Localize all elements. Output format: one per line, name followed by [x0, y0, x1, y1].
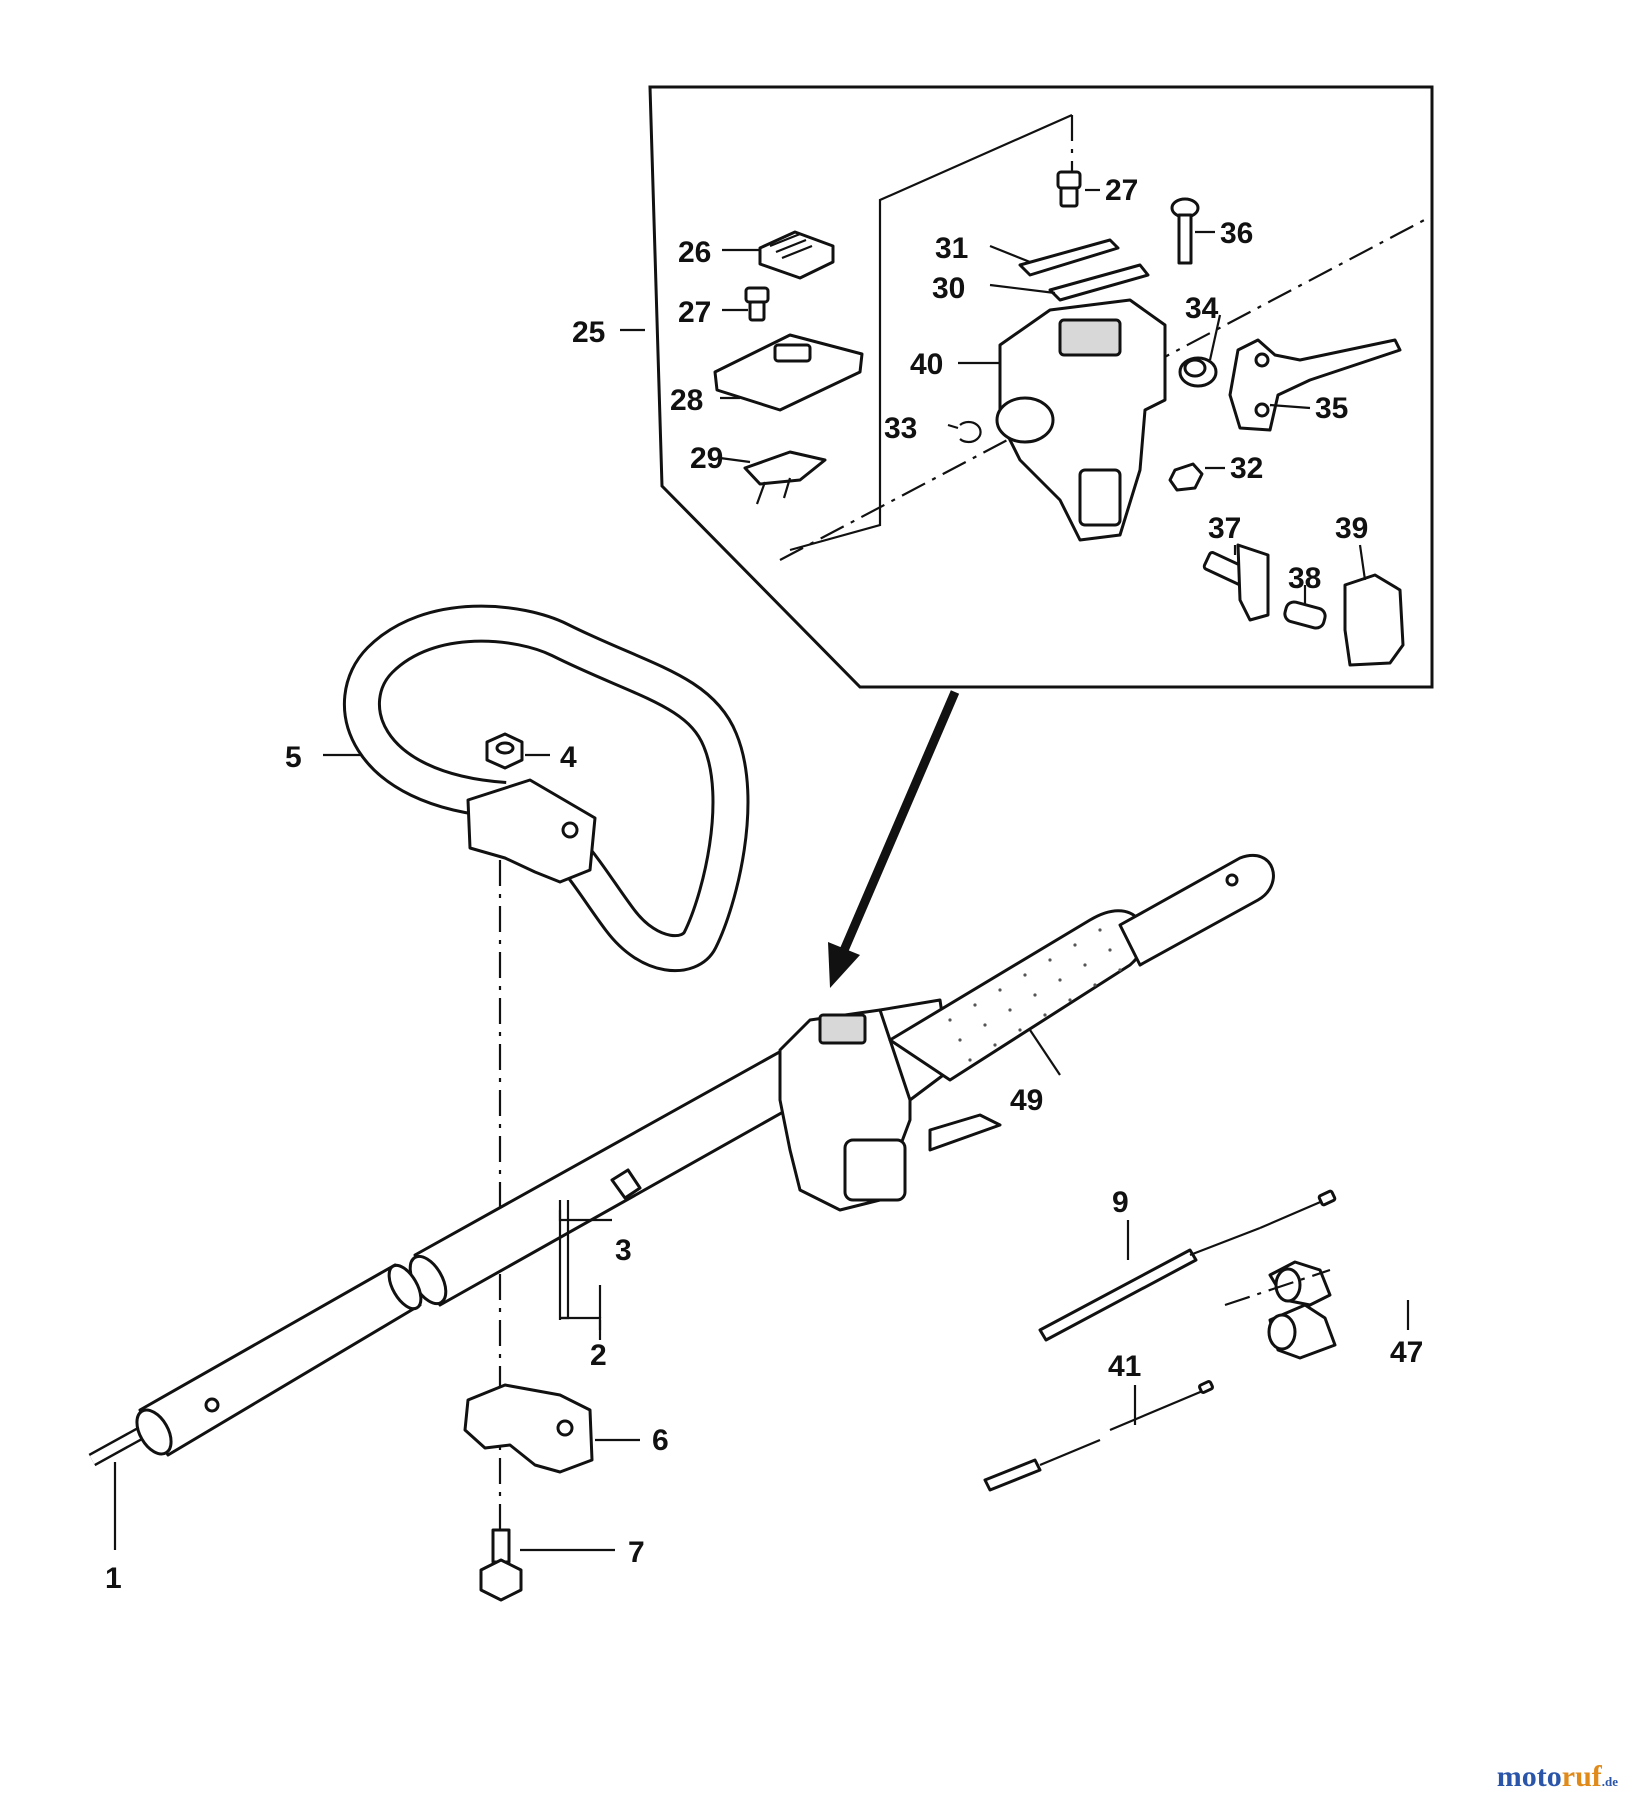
- lower-tube: [135, 1263, 422, 1457]
- part-labels: 25 26 27 27 28 29 31 30 36 34 40 35 33 3…: [105, 174, 1423, 1595]
- label-25: 25: [572, 316, 605, 349]
- part-26-switch-knob: [758, 230, 835, 280]
- label-41: 41: [1108, 1350, 1141, 1383]
- part-27-screw-upper: [1056, 170, 1082, 208]
- upper-tube: [408, 1033, 842, 1307]
- label-26: 26: [678, 236, 711, 269]
- part-29-switch-contact: [743, 450, 827, 505]
- part-49-grip: [888, 909, 1146, 1082]
- part-41-stop-wire: [983, 1379, 1214, 1492]
- part-34-spring: [1178, 356, 1218, 388]
- label-28: 28: [670, 384, 703, 417]
- label-5: 5: [285, 741, 302, 774]
- part-40-throttle-housing: [995, 298, 1167, 542]
- part-35-throttle-lever: [1228, 338, 1402, 432]
- part-38-spring: [1283, 600, 1327, 630]
- shaft-end: [1118, 854, 1275, 967]
- assembled-throttle-housing: [778, 998, 1002, 1212]
- part-4-nut: [485, 732, 524, 770]
- label-35: 35: [1315, 392, 1348, 425]
- part-47-grommets: [1224, 1260, 1337, 1360]
- label-4: 4: [560, 741, 577, 774]
- switch-group-bracket: [789, 113, 1073, 552]
- handle-clamp-upper: [466, 778, 597, 884]
- label-33: 33: [884, 412, 917, 445]
- part-28-switch-base: [713, 333, 864, 412]
- part-6-lower-clamp: [463, 1383, 594, 1474]
- label-31: 31: [935, 232, 968, 265]
- label-27: 27: [678, 296, 711, 329]
- label-1: 1: [105, 1562, 122, 1595]
- label-2: 2: [590, 1339, 607, 1372]
- inset-leaders: [620, 188, 1367, 605]
- main-leaders: [113, 753, 1410, 1552]
- inset-centerline-1: [779, 216, 1431, 561]
- part-36-bolt: [1170, 197, 1200, 265]
- part-32-nut: [1168, 462, 1204, 492]
- label-3: 3: [615, 1234, 632, 1267]
- watermark-part-2: ruf: [1561, 1760, 1602, 1793]
- label-32: 32: [1230, 452, 1263, 485]
- watermark-part-1: moto: [1496, 1760, 1562, 1793]
- part-5-loop-handle: [342, 604, 750, 972]
- label-6: 6: [652, 1424, 669, 1457]
- part-37-lock-lever: [1202, 543, 1270, 622]
- label-27: 27: [1105, 174, 1138, 207]
- label-37: 37: [1208, 512, 1241, 545]
- detail-arrow: [828, 690, 960, 988]
- label-49: 49: [1010, 1084, 1043, 1117]
- label-9: 9: [1112, 1186, 1129, 1219]
- label-7: 7: [628, 1536, 645, 1569]
- label-47: 47: [1390, 1336, 1423, 1369]
- part-7-bolt: [479, 1528, 523, 1602]
- watermark-logo: motoruf.de: [1497, 1760, 1618, 1794]
- label-36: 36: [1220, 217, 1253, 250]
- label-39: 39: [1335, 512, 1368, 545]
- part-31-contact-plate: [1018, 238, 1120, 277]
- part-30-contact-plate: [1048, 263, 1150, 302]
- part-39-lever-cover: [1343, 573, 1405, 667]
- tube-break: [387, 1263, 423, 1311]
- label-29: 29: [690, 442, 723, 475]
- label-30: 30: [932, 272, 965, 305]
- part-27-screw-left: [744, 286, 770, 322]
- label-38: 38: [1288, 562, 1321, 595]
- label-40: 40: [910, 348, 943, 381]
- label-34: 34: [1185, 292, 1219, 325]
- part-33-clip: [959, 420, 982, 444]
- part-9-throttle-cable: [1038, 1189, 1337, 1342]
- watermark-part-3: .de: [1601, 1774, 1618, 1789]
